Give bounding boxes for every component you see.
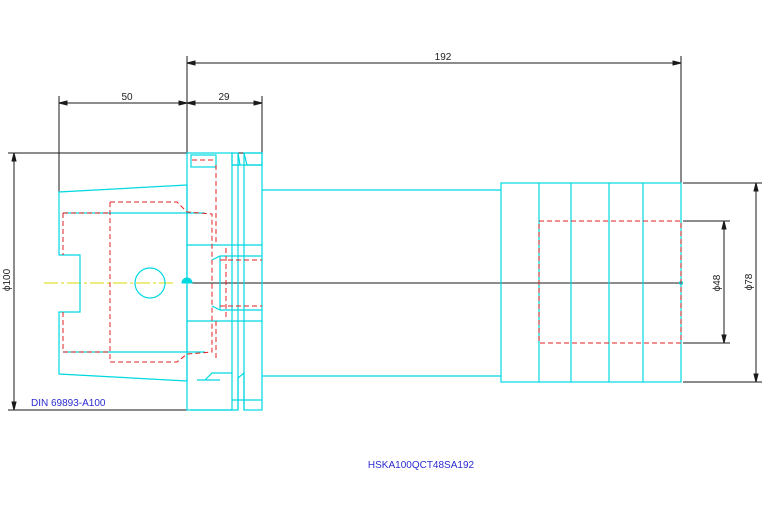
drive-slot-marker: [181, 277, 193, 284]
dim-body-diameter: ϕ78: [744, 273, 755, 290]
holder-outline: [58, 152, 682, 411]
dim-flange-length: 29: [218, 92, 230, 103]
hidden-lines: [62, 159, 682, 363]
dim-taper-length: 50: [121, 92, 133, 103]
dim-flange-diameter: ϕ100: [2, 268, 13, 291]
part-number-label: HSKA100QCT48SA192: [368, 460, 475, 471]
dim-bore-diameter: ϕ48: [712, 274, 723, 291]
standard-label: DIN 69893-A100: [31, 398, 106, 409]
dimension-lines: [8, 56, 762, 411]
dim-overall-length: 192: [435, 52, 452, 63]
